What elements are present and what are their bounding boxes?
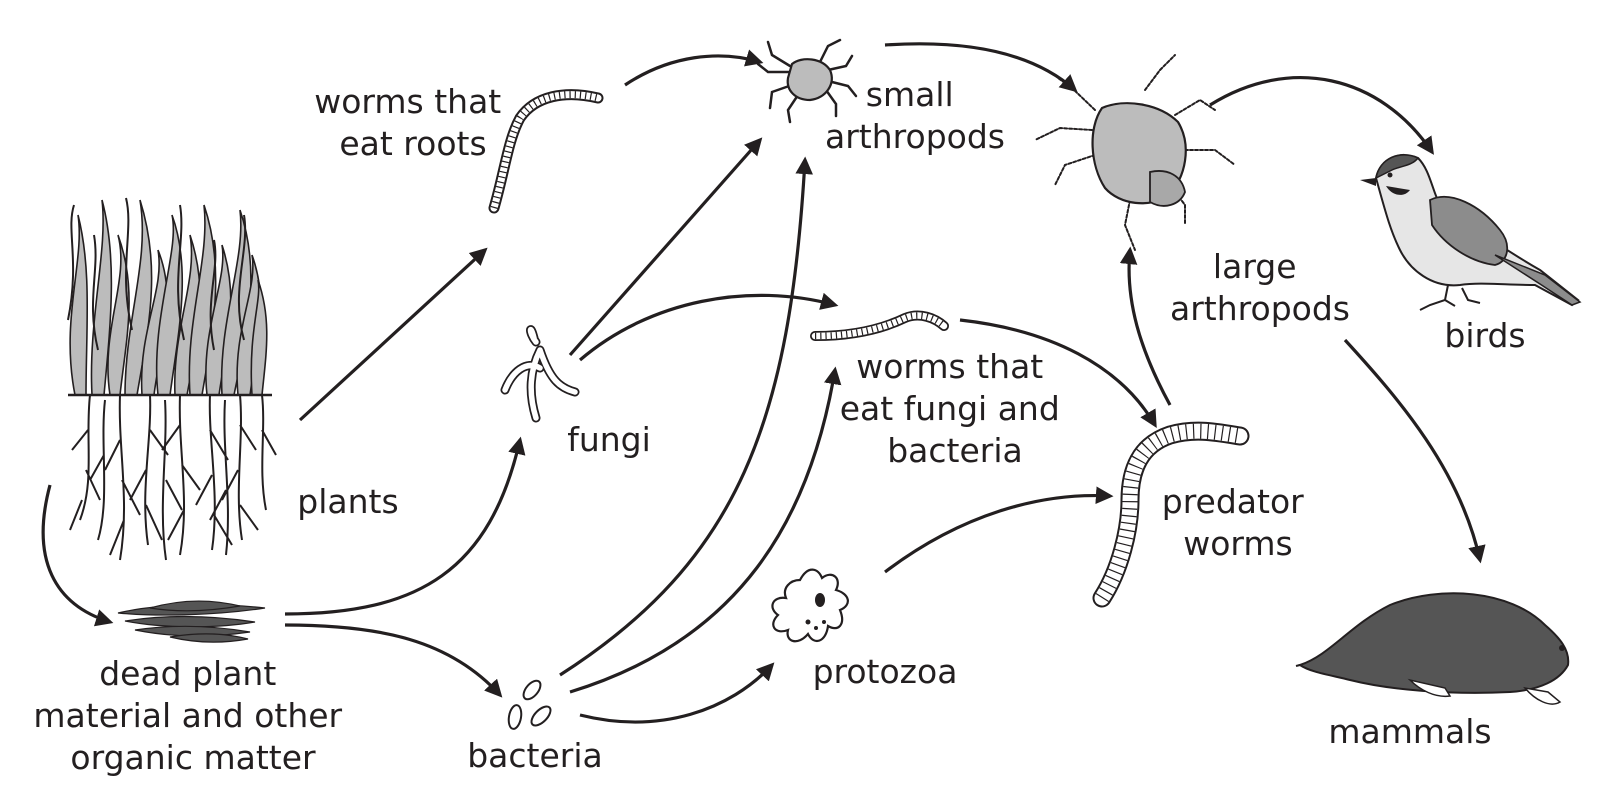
label-fungi: fungi (567, 420, 651, 459)
arrow-worms-fungi-to-predator-worms (959, 318, 1157, 429)
label-mammals: mammals (1328, 712, 1491, 751)
label-birds: birds (1444, 316, 1525, 355)
label-dead-plant: dead plant material and other organic ma… (33, 654, 352, 777)
label-worms-roots: worms that eat roots (314, 82, 512, 163)
arrow-predator-worms-to-large-arthropods (1119, 246, 1172, 406)
labels: worms that eat roots small arthropods la… (33, 75, 1525, 777)
label-worms-fungi: worms that eat fungi and bacteria (840, 347, 1071, 470)
worm-roots-illustration (488, 89, 604, 214)
arrow-bacteria-to-protozoa (579, 662, 775, 724)
arrow-dead-plant-to-bacteria (284, 623, 503, 698)
arrow-protozoa-to-predator-worms (884, 486, 1114, 574)
protozoa-illustration (771, 568, 849, 643)
arrow-bacteria-to-small-arthropods (559, 156, 813, 677)
worm-fungi-illustration (810, 310, 949, 341)
fungi-illustration (500, 325, 580, 423)
large-arthropod-illustration (1034, 54, 1236, 251)
bacteria-illustration (507, 679, 552, 730)
label-large-arthropods: large arthropods (1170, 247, 1350, 328)
bird-illustration (1360, 153, 1582, 311)
label-bacteria: bacteria (467, 736, 603, 775)
arrow-bacteria-to-worms-fungi (569, 366, 842, 694)
label-protozoa: protozoa (813, 652, 958, 691)
arrow-worms-roots-to-small-arthropods (624, 49, 764, 87)
label-predator-worms: predator worms (1162, 482, 1314, 563)
mammal-illustration (1295, 592, 1570, 705)
arrow-dead-plant-to-fungi (284, 436, 526, 616)
arrow-large-arthropods-to-mammals (1343, 338, 1486, 564)
arrows (41, 42, 1486, 724)
arrow-plants-to-dead-plant (41, 484, 114, 627)
label-plants: plants (297, 482, 398, 521)
label-small-arthropods: small arthropods (825, 75, 1005, 156)
arrow-plants-to-worms-roots (298, 247, 488, 422)
arrow-small-arthropods-to-large-arthropods (884, 42, 1078, 93)
arrow-large-arthropods-to-birds (1209, 76, 1434, 155)
plants-illustration (67, 197, 277, 561)
arrow-fungi-to-worms-fungi (578, 292, 839, 362)
small-arthropod-illustration (756, 38, 858, 124)
arrow-fungi-to-small-arthropods (568, 137, 763, 357)
predator-worm-illustration (1092, 421, 1250, 608)
dead-plant-illustration (117, 600, 266, 643)
